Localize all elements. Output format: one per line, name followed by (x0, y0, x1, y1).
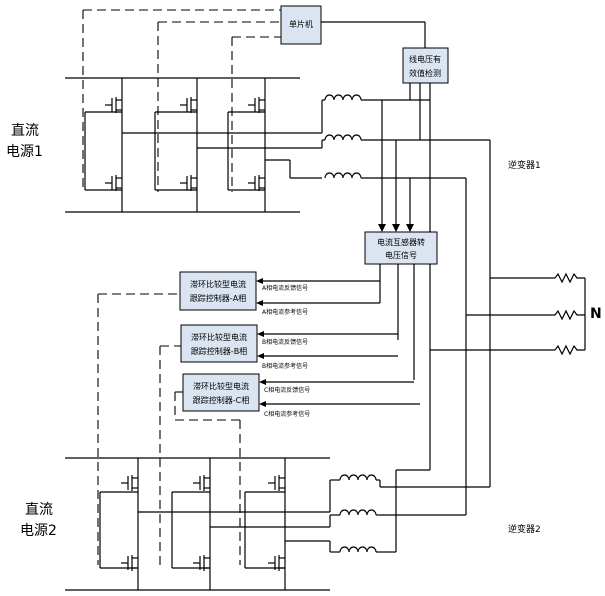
controller-c-line2: 跟踪控制器-C相 (193, 395, 249, 405)
resistor-icon (554, 344, 585, 356)
inductor-icon (330, 509, 380, 516)
controller-b-line2: 跟踪控制器-B相 (191, 346, 247, 356)
controller-b-feedback: B相电流反馈信号 (262, 338, 308, 346)
current-sensor-label-line1: 电流互感器转 (377, 237, 425, 247)
controller-a-line1: 滞环比较型电流 (190, 279, 246, 289)
igbt-switch-icon (180, 175, 197, 191)
controller-c: 滞环比较型电流 跟踪控制器-C相 (182, 373, 260, 412)
controller-c-line1: 滞环比较型电流 (193, 381, 249, 391)
igbt-switch-icon (268, 475, 285, 491)
controller-control-dashes (97, 293, 241, 565)
inductor-icon (330, 546, 380, 553)
resistor-icon (554, 272, 585, 284)
source1-label-line2: 电源1 (6, 144, 43, 160)
inverter2-bridge (65, 457, 331, 591)
current-sensor-box: 电流互感器转 电压信号 (364, 231, 438, 265)
inductor-icon (322, 94, 430, 101)
mcu-box: 单片机 (280, 5, 322, 45)
controller-a-feedback: A相电流反馈信号 (262, 284, 308, 292)
inductor-icon (324, 172, 466, 179)
igbt-switch-icon (248, 97, 265, 113)
current-sensor-label-line2: 电压信号 (385, 250, 417, 260)
controller-a-reference: A相电流参考信号 (262, 308, 308, 316)
neutral-label: N (590, 306, 602, 322)
igbt-switch-icon (105, 175, 122, 191)
igbt-switch-icon (248, 175, 265, 191)
mcu-label: 单片机 (289, 19, 313, 29)
controller-a: 滞环比较型电流 跟踪控制器-A相 (179, 271, 257, 311)
inverter1-label: 逆变器1 (508, 159, 541, 171)
voltage-detect-label-line2: 效值检测 (409, 68, 441, 78)
voltage-detect-label-line1: 线电压有 (409, 54, 441, 64)
igbt-switch-icon (180, 97, 197, 113)
inductor-icon (322, 134, 490, 141)
igbt-switch-icon (105, 97, 122, 113)
resistor-icon (554, 309, 585, 321)
controller-b-reference: B相电流参考信号 (262, 362, 308, 370)
igbt-switch-icon (268, 555, 285, 571)
controller-c-feedback: C相电流反馈信号 (264, 386, 310, 394)
igbt-switch-icon (121, 475, 138, 491)
controller-a-line2: 跟踪控制器-A相 (190, 293, 246, 303)
igbt-switch-icon (121, 555, 138, 571)
output-bus (429, 100, 555, 515)
source1-label-line1: 直流 (11, 122, 39, 139)
controller-b-line1: 滞环比较型电流 (191, 332, 247, 342)
inverter1-bridge (65, 77, 323, 213)
source2-label-line2: 电源2 (20, 523, 57, 539)
igbt-switch-icon (193, 475, 210, 491)
mcu-control-dashes (82, 9, 281, 192)
source2-label-line1: 直流 (25, 501, 53, 518)
voltage-detect-box: 线电压有 效值检测 (402, 47, 449, 84)
controller-b: 滞环比较型电流 跟踪控制器-B相 (180, 324, 258, 363)
controller-c-reference: C相电流参考信号 (264, 410, 310, 418)
inverter2-label: 逆变器2 (508, 523, 541, 535)
igbt-switch-icon (193, 555, 210, 571)
inductor-icon (330, 474, 380, 481)
